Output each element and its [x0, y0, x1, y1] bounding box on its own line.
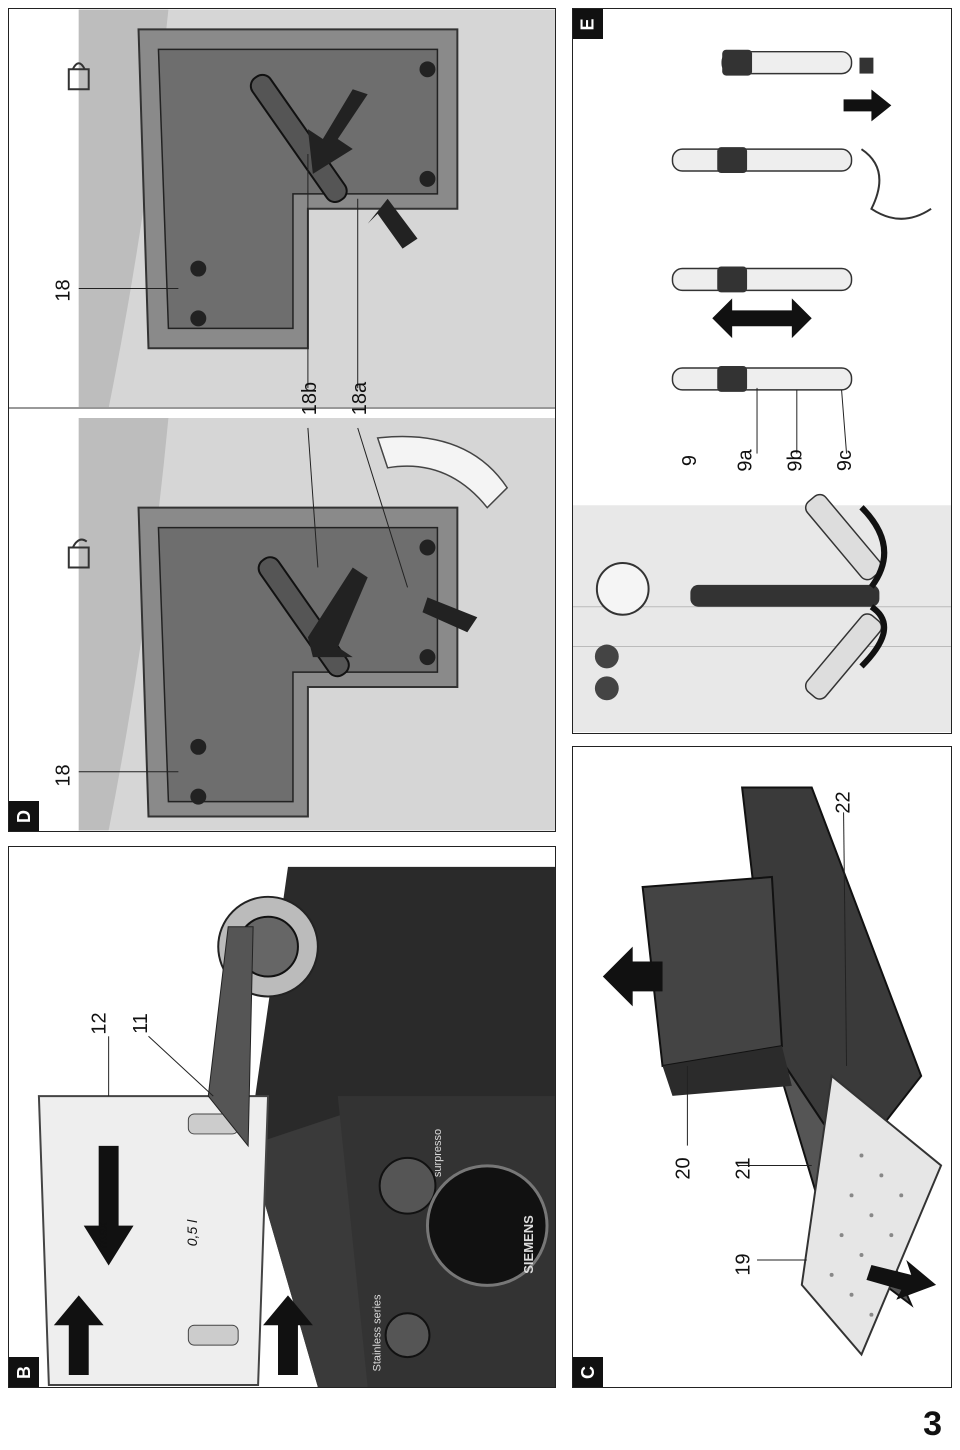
panel-tag-e: E: [573, 9, 603, 39]
label-19: 19: [732, 1253, 755, 1276]
nozzle-group: [671, 49, 874, 392]
brand-logo: SIEMENS: [520, 1215, 536, 1274]
label-12: 12: [88, 1012, 111, 1035]
page-number: 3: [923, 1405, 942, 1443]
panel-tag-b: B: [9, 1357, 39, 1387]
panel-d-illustration: [9, 9, 555, 831]
label-18b: 18b: [299, 381, 322, 416]
tank-max-mark: max: [94, 1221, 111, 1249]
panel-c: 20 21 19 22 C: [572, 746, 952, 1388]
panel-d: 18 18 18b 18a D: [8, 8, 556, 832]
panel-tag-c: C: [573, 1357, 603, 1387]
panel-c-illustration: [602, 786, 943, 1357]
label-9: 9: [679, 454, 702, 467]
label-9b: 9b: [784, 449, 807, 472]
panel-e-illustration: [573, 49, 951, 733]
panel-b: 12 11 max 0,5 l SIEMENS surpresso Stainl…: [8, 846, 556, 1388]
label-21: 21: [732, 1157, 755, 1180]
label-9a: 9a: [734, 449, 757, 472]
label-20: 20: [672, 1157, 695, 1180]
label-18a: 18a: [349, 381, 372, 416]
label-18-top: 18: [52, 279, 75, 302]
panel-tag-d: D: [9, 801, 39, 831]
label-11: 11: [129, 1013, 152, 1034]
label-18-bottom: 18: [52, 764, 75, 787]
series-name-2: Stainless series: [371, 1294, 384, 1372]
panel-b-illustration: [37, 866, 555, 1387]
tank-half-mark: 0,5 l: [184, 1219, 201, 1247]
label-9c: 9c: [834, 449, 857, 472]
series-name: surpresso: [432, 1128, 445, 1178]
panel-e: 9 9a 9b 9c E: [572, 8, 952, 734]
label-22: 22: [832, 791, 855, 814]
